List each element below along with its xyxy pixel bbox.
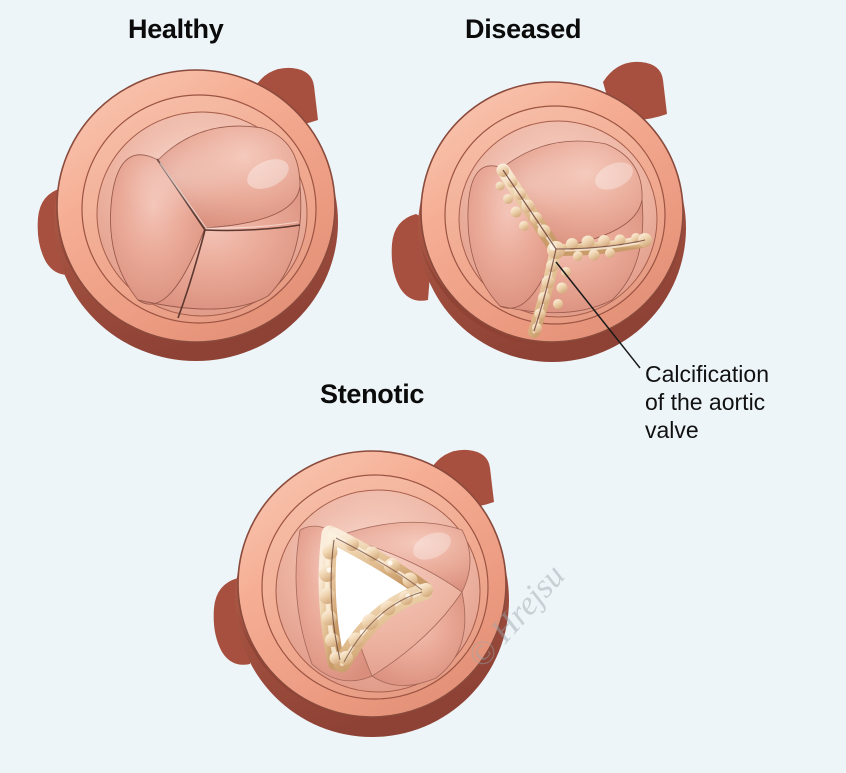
- aortic-wall-healthy: [54, 83, 338, 361]
- commissure-lower-healthy: [177, 229, 206, 319]
- coronary-nub-left-stenotic: [213, 578, 256, 665]
- coronary-nub-left-healthy: [37, 188, 80, 275]
- valve-sinus-healthy: [96, 111, 308, 317]
- leaflet-left-stenotic: [295, 525, 373, 682]
- annulus-inner-diseased: [444, 105, 666, 325]
- specular-diseased: [595, 162, 633, 190]
- cusp-left-healthy: [110, 154, 206, 305]
- callout-line-2: of the aortic: [645, 389, 766, 415]
- calcification-callout: Calcification of the aortic valve: [645, 360, 825, 444]
- specular-healthy: [247, 159, 289, 189]
- valve-healthy: [37, 67, 338, 361]
- orifice-edge-bottom-stenotic: [343, 591, 423, 663]
- leaflet-top-stenotic: [336, 521, 471, 593]
- aortic-wall-stenotic: [235, 463, 509, 737]
- cusp-bottom-diseased: [499, 199, 644, 314]
- annulus-outer-healthy: [56, 69, 336, 343]
- callout-leader-line: [555, 261, 641, 369]
- commissure-right-healthy: [204, 224, 301, 232]
- panel-label-healthy: Healthy: [128, 14, 224, 44]
- annulus-outer-stenotic: [237, 450, 507, 718]
- svg-text:© Hrejsu: © Hrejsu: [461, 557, 573, 675]
- callout-line-3: valve: [645, 417, 699, 443]
- cusp-top-healthy: [157, 125, 301, 229]
- annulus-inner-healthy: [81, 94, 317, 324]
- valve-sinus-diseased: [458, 120, 658, 318]
- watermark-signature: © Hrejsu: [461, 557, 573, 675]
- aortic-wall-diseased: [418, 94, 686, 362]
- stenotic-orifice: [328, 539, 422, 662]
- panel-label-diseased: Diseased: [465, 14, 582, 44]
- valve-diseased: [391, 61, 686, 369]
- commissure-upper-left-healthy: [156, 158, 206, 231]
- commissure-highlight2-healthy: [205, 221, 299, 229]
- annulus-outer-diseased: [420, 81, 684, 343]
- gloss-highlight-stenotic: [288, 510, 412, 594]
- commissure-core-ul-diseased: [502, 169, 557, 250]
- annulus-inner-stenotic: [261, 474, 489, 700]
- gloss-highlight-diseased: [470, 142, 590, 226]
- aortic-wall-shadow-diseased: [420, 232, 683, 346]
- cusp-top-diseased: [501, 140, 643, 249]
- orifice-edge-top-stenotic: [335, 537, 423, 591]
- cusp-left-diseased: [467, 165, 557, 309]
- coronary-nub-top-diseased: [603, 61, 667, 121]
- valve-stenotic: [213, 449, 509, 737]
- orifice-edge-left-stenotic: [330, 539, 341, 661]
- specular-stenotic: [413, 532, 451, 560]
- aortic-wall-shadow-stenotic: [238, 604, 506, 718]
- commissure-core-r-diseased: [555, 239, 646, 250]
- valve-sinus-stenotic: [275, 489, 481, 693]
- coronary-nub-top-stenotic: [430, 449, 494, 509]
- calcification-deposits-diseased: [495, 163, 652, 338]
- leaflet-bottom-stenotic: [371, 590, 466, 686]
- commissure-core-l-diseased: [533, 248, 557, 332]
- commissure-highlight-healthy: [159, 162, 207, 229]
- cusp-bottom-healthy: [137, 185, 302, 310]
- gloss-highlight-healthy: [112, 130, 244, 222]
- coronary-nub-left-diseased: [391, 214, 434, 301]
- callout-line-1: Calcification: [645, 361, 769, 387]
- coronary-nub-top-healthy: [254, 67, 318, 127]
- aortic-wall-shadow-healthy: [58, 226, 335, 340]
- panel-label-stenotic: Stenotic: [320, 379, 425, 409]
- calcified-leaflet-edges-stenotic: [318, 525, 433, 673]
